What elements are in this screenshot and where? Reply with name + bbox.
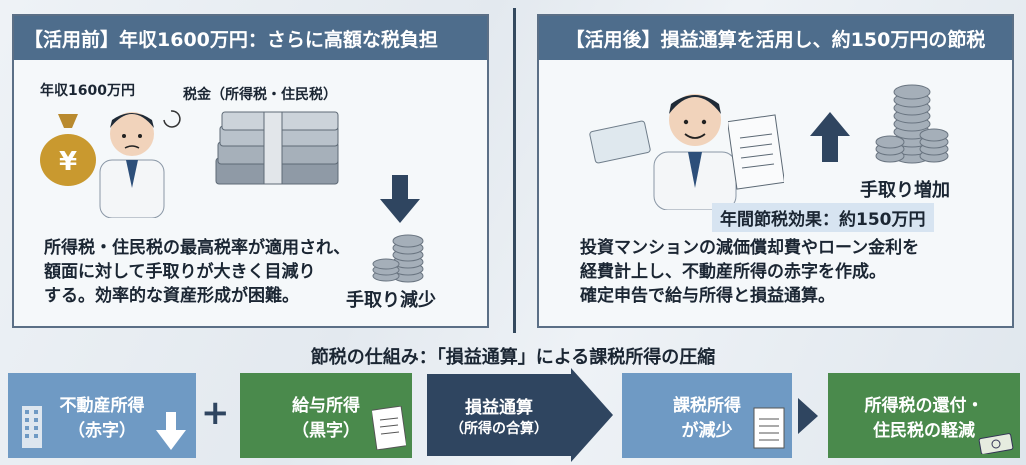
tax-form-icon: [753, 407, 785, 449]
annual-savings-badge: 年間節税効果：約150万円: [712, 203, 934, 232]
step3-line1: 損益通算: [465, 398, 533, 418]
plus-sign: +: [201, 393, 230, 433]
take-home-decrease: 手取り減少: [346, 290, 436, 311]
before-line-1: 所得税・住民税の最高税率が適用され、: [44, 238, 351, 258]
building-icon: [22, 406, 42, 448]
after-panel-title: 【活用後】損益通算を活用し、約150万円の節税: [539, 16, 1012, 60]
profit-loss-offset-arrow: [427, 368, 613, 462]
cash-stack-icon: [215, 111, 339, 185]
worry-swirl-icon: [163, 110, 181, 128]
take-home-increase: 手取り増加: [860, 180, 950, 201]
before-line-2: 額面に対して手取りが大きく目減り: [44, 262, 316, 282]
happy-doctor-icon: [653, 94, 737, 210]
tax-document-icon: [728, 114, 784, 190]
money-bag-icon: ¥: [40, 114, 96, 186]
step-arrow: [798, 398, 818, 434]
step-loss-offset: 損益通算 （所得の合算）: [427, 373, 571, 458]
before-description: 所得税・住民税の最高税率が適用され、 額面に対して手取りが大きく目減り する。効…: [44, 236, 350, 308]
step1-line2: （赤字）: [68, 420, 136, 441]
step5-line2: 住民税の軽減: [873, 420, 975, 441]
step2-line1: 給与所得: [292, 395, 360, 416]
before-panel-title: 【活用前】年収1600万円：さらに高額な税負担: [14, 16, 487, 60]
cash-icon: [978, 433, 1014, 454]
after-line-2: 経費計上し、不動産所得の赤字を作成。: [580, 262, 886, 282]
yen-symbol: ¥: [59, 147, 77, 177]
coin-stacks-icon: [875, 84, 949, 164]
step1-line1: 不動産所得: [59, 395, 145, 416]
step3-line2: （所得の合算）: [450, 421, 548, 437]
before-line-3: する。効率的な資産形成が困難。: [44, 286, 299, 306]
worried-doctor-icon: [99, 112, 165, 218]
coins-icon: [372, 234, 424, 283]
center-divider: [513, 8, 516, 333]
step4-line2: が減少: [681, 420, 733, 441]
check-icon: [589, 120, 651, 164]
step4-line1: 課税所得: [673, 395, 741, 416]
step5-line1: 所得税の還付・: [864, 395, 984, 416]
down-arrow-small-icon: [156, 412, 186, 450]
salary-document-icon: [372, 406, 406, 450]
after-description: 投資マンションの減価償却費やローン金利を 経費計上し、不動産所得の赤字を作成。 …: [580, 236, 919, 308]
down-arrow-icon: [380, 175, 420, 223]
up-arrow-icon: [810, 112, 850, 162]
income-label: 年収1600万円: [40, 83, 135, 99]
step2-line2: （黒字）: [292, 420, 360, 441]
tax-label: 税金（所得税・住民税）: [183, 87, 337, 103]
after-line-1: 投資マンションの減価償却費やローン金利を: [580, 238, 920, 258]
mechanism-title: 節税の仕組み：「損益通算」による課税所得の圧縮: [310, 347, 716, 368]
after-line-3: 確定申告で給与所得と損益通算。: [580, 286, 835, 306]
